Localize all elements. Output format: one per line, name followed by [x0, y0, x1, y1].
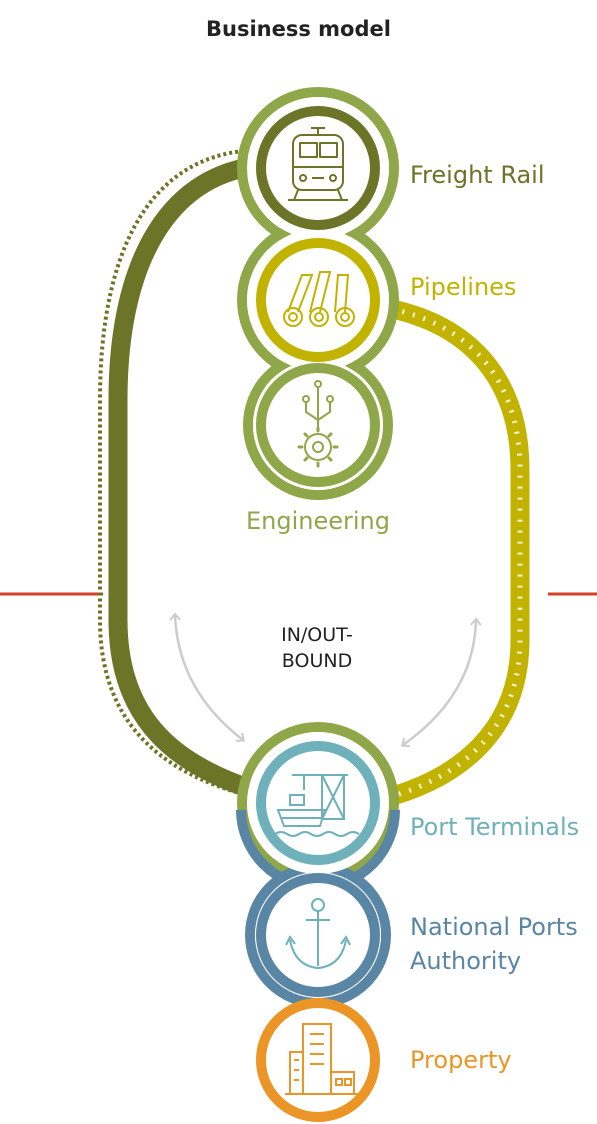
engineering-label: Engineering — [246, 507, 390, 535]
anchor-icon — [285, 898, 351, 970]
national-ports-authority-label: National Ports Authority — [410, 910, 578, 978]
freight-rail-track — [108, 155, 273, 805]
in-out-bound-line1: IN/OUT- — [281, 624, 353, 646]
in-out-bound-line2: BOUND — [281, 650, 353, 672]
freight-rail-label: Freight Rail — [410, 161, 545, 189]
port-ship-crane-icon — [274, 774, 360, 837]
freight-rail-track-dotted — [98, 148, 269, 802]
buildings-icon — [285, 1023, 358, 1095]
diagram-title: Business model — [206, 17, 391, 41]
train-icon — [288, 127, 348, 201]
in-out-bound-label: IN/OUT- BOUND — [252, 622, 382, 674]
pipeline-track-texture — [369, 302, 523, 803]
pipelines-node — [256, 238, 380, 362]
national-ports-authority-label-line2: Authority — [410, 947, 522, 975]
port-terminals-label: Port Terminals — [410, 813, 580, 841]
outbound-arrow-right — [400, 617, 482, 748]
inbound-arrow-left — [169, 612, 246, 742]
port-terminals-node — [256, 741, 380, 865]
pipes-icon — [283, 271, 355, 327]
property-node — [256, 998, 380, 1122]
circuit-gear-icon — [297, 380, 339, 468]
national-ports-authority-label-line1: National Ports — [410, 913, 578, 941]
property-label: Property — [410, 1046, 512, 1074]
pipelines-label: Pipelines — [410, 273, 517, 301]
